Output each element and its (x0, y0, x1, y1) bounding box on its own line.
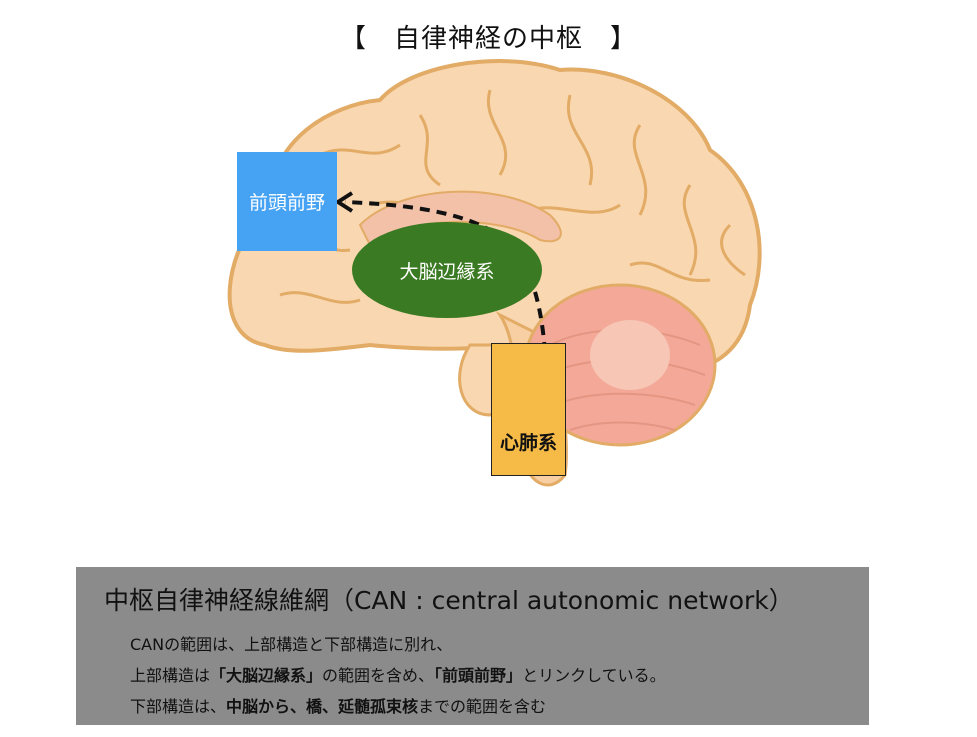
panel-text: までの範囲を含む (418, 697, 547, 716)
prefrontal-cortex-box: 前頭前野 (237, 152, 337, 251)
panel-line-2: 上部構造は「大脳辺縁系」の範囲を含め、「前頭前野」とリンクしている。 (130, 660, 666, 691)
panel-emphasis: 「大脳辺縁系」 (210, 666, 323, 685)
panel-text: の範囲を含め、 (322, 666, 435, 685)
panel-text: 下部構造は、 (130, 697, 227, 716)
panel-heading: 中枢自律神経線維網（CAN : central autonomic networ… (104, 586, 794, 615)
panel-text: とリンクしている。 (522, 666, 666, 685)
cardiopulmonary-box: 心肺系 (491, 343, 566, 476)
panel-text: 上部構造は (130, 666, 211, 685)
panel-body: CANの範囲は、上部構造と下部構造に別れ、 上部構造は「大脳辺縁系」の範囲を含め… (130, 629, 666, 722)
panel-line-1: CANの範囲は、上部構造と下部構造に別れ、 (130, 635, 453, 654)
limbic-system-ellipse: 大脳辺縁系 (352, 222, 542, 318)
panel-line-3: 下部構造は、中脳から、橋、延髄孤束核までの範囲を含む (130, 691, 666, 722)
cardiopulmonary-label: 心肺系 (499, 432, 557, 454)
explanation-panel: 中枢自律神経線維網（CAN : central autonomic networ… (76, 567, 869, 725)
panel-emphasis: 中脳から、橋、延髄孤束核 (226, 697, 419, 716)
panel-emphasis: 「前頭前野」 (434, 666, 523, 685)
cerebellum-core (590, 320, 670, 390)
prefrontal-label: 前頭前野 (248, 192, 325, 214)
limbic-label: 大脳辺縁系 (399, 260, 495, 283)
page-title: 【 自律神経の中枢 】 (339, 24, 637, 54)
